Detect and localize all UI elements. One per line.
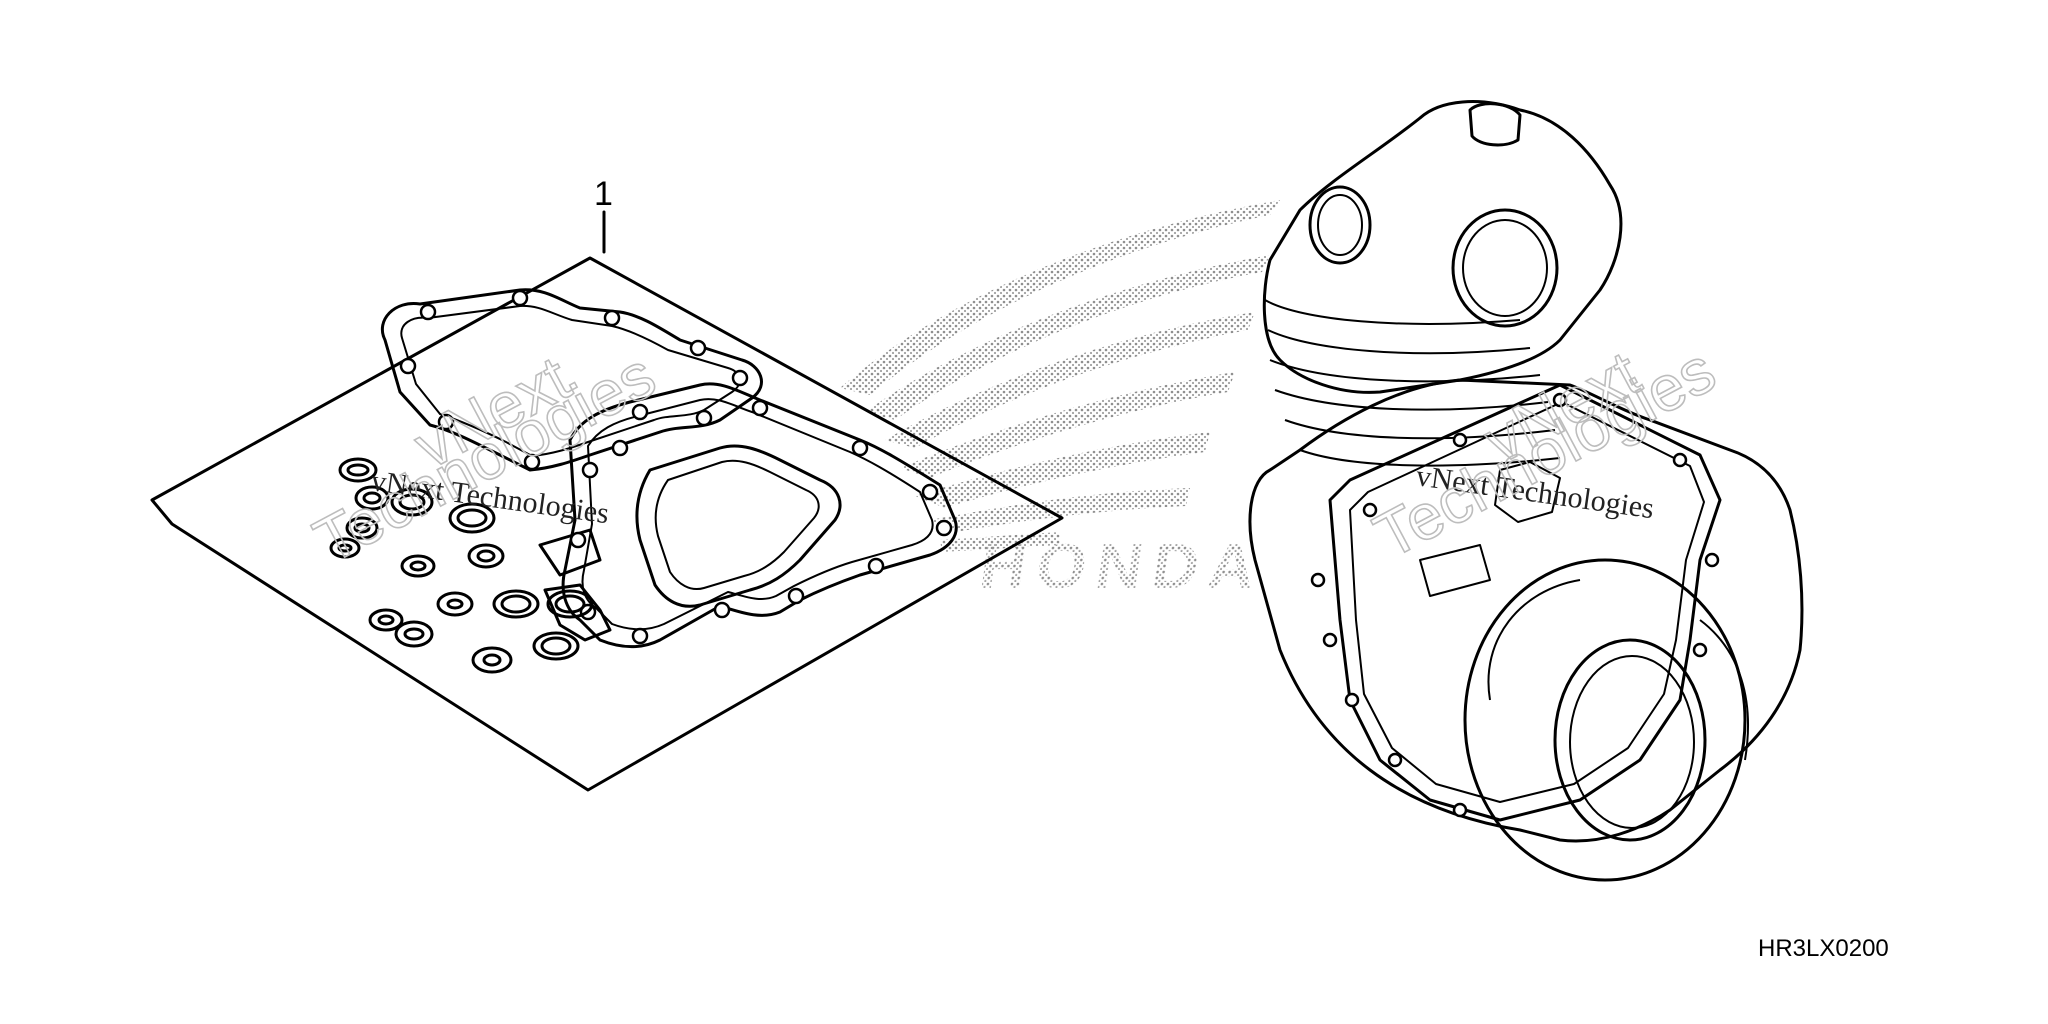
engine-drawing	[1248, 100, 1804, 882]
output-housing-inner	[1553, 638, 1707, 842]
cylinder-fins	[1264, 299, 1561, 467]
crankcase-gasket	[561, 382, 958, 649]
watermark-outline-right-2: Technologies	[1363, 333, 1727, 572]
honda-wing-logo: HONDA	[840, 200, 1280, 602]
bolt-holes	[399, 289, 953, 645]
exhaust-port	[1451, 208, 1559, 328]
intake-port	[1308, 185, 1372, 265]
small-gasket-b	[543, 583, 612, 642]
engine-bolts	[1310, 392, 1720, 818]
output-housing-outer	[1463, 558, 1747, 882]
crankcase	[1248, 378, 1804, 843]
gasket-kit-drawing	[150, 256, 1064, 792]
inner-gasket	[635, 444, 842, 608]
honda-logo-text: HONDA	[975, 530, 1270, 602]
cylinder-head	[1262, 100, 1623, 394]
crankcase-flange	[1328, 383, 1722, 822]
figure-code: HR3LX0200	[1758, 935, 1889, 962]
valve-cover-cap	[1468, 102, 1522, 147]
watermark-right: vNext Technologies vNext Technologies	[1362, 333, 1727, 574]
top-cover-gasket	[381, 288, 763, 472]
o-rings	[329, 457, 594, 674]
callout-number: 1	[594, 175, 613, 213]
